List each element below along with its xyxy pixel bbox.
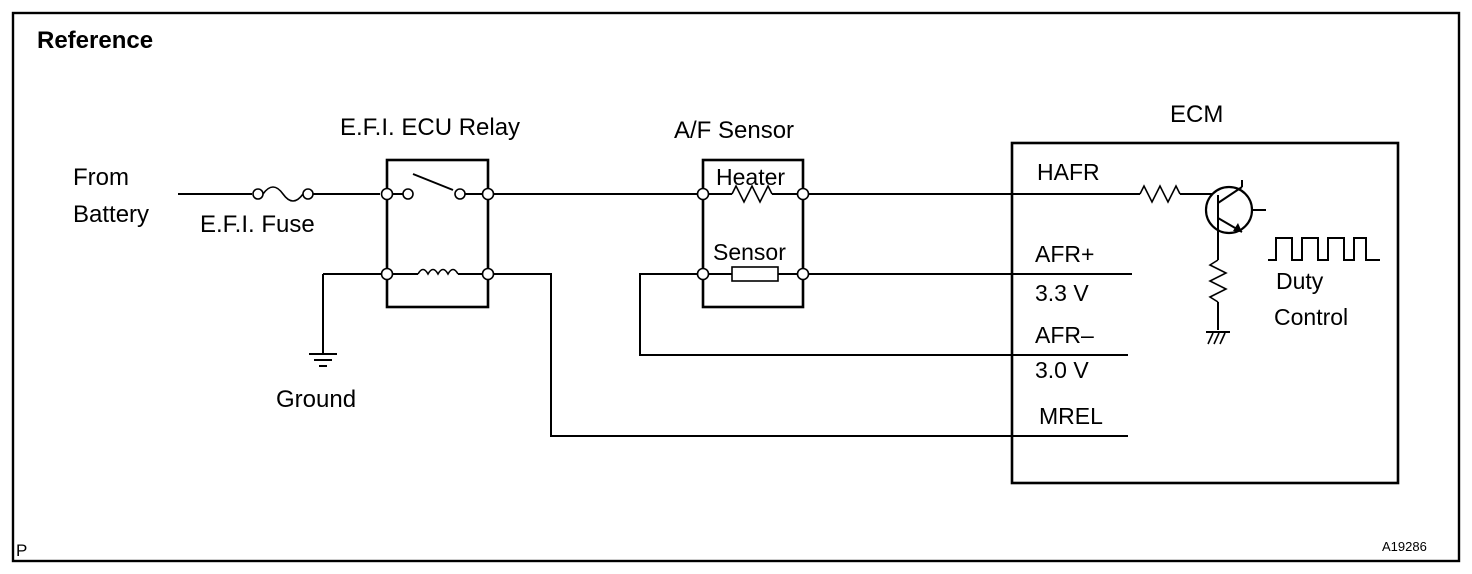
sensor-label: Sensor [713, 239, 786, 265]
afr-minus-wire [639, 273, 1128, 356]
figure-id: A19286 [1382, 539, 1427, 554]
mrel-wire [494, 273, 1128, 437]
ecm-resistor-symbol [1139, 184, 1212, 204]
af-sensor-label: A/F Sensor [674, 117, 794, 144]
af-sensor-symbol [696, 158, 810, 309]
duty-waveform-icon [1268, 237, 1380, 261]
ecm-box [1010, 141, 1400, 485]
afr-plus-voltage: 3.3 V [1035, 280, 1089, 306]
figure-title: Reference [37, 27, 153, 54]
ecm-ground-symbol [1206, 331, 1230, 345]
ecm-label: ECM [1170, 101, 1223, 128]
duty-label-line2: Control [1274, 304, 1348, 330]
afr-minus-voltage: 3.0 V [1035, 357, 1089, 383]
duty-label-line1: Duty [1276, 268, 1324, 294]
fuse-symbol [178, 186, 380, 202]
source-label-line1: From [73, 164, 129, 191]
relay-label: E.F.I. ECU Relay [340, 114, 520, 141]
afr-plus-label: AFR+ [1035, 241, 1094, 267]
relay-symbol [380, 158, 495, 309]
pulldown-resistor-symbol [1208, 226, 1228, 330]
page-marker: P [16, 541, 27, 560]
transistor-symbol [1204, 180, 1266, 235]
ground-label: Ground [276, 386, 356, 413]
afr-minus-label: AFR– [1035, 322, 1094, 348]
figure-frame [11, 11, 1461, 563]
hafr-label: HAFR [1037, 159, 1100, 185]
source-label-line2: Battery [73, 201, 149, 228]
heater-label: Heater [716, 164, 785, 190]
ground-symbol [309, 273, 381, 367]
fuse-label: E.F.I. Fuse [200, 211, 315, 238]
mrel-label: MREL [1039, 403, 1103, 429]
